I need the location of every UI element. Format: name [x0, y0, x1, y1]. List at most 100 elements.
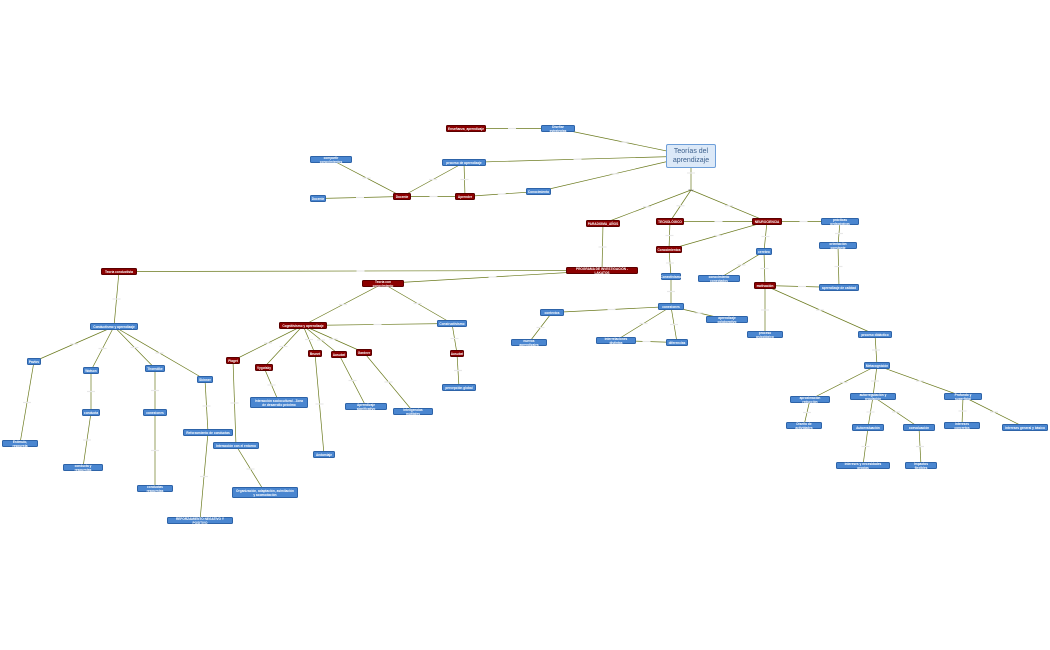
relation-label-stub	[872, 349, 880, 351]
topic-constructivismo[interactable]: Constructivismo	[437, 320, 467, 327]
relation-label-stub	[362, 177, 371, 179]
topic-conocimientos2[interactable]: Conocimientos	[656, 246, 682, 253]
relation-label-stub	[508, 127, 516, 130]
topic-neurociencia[interactable]: NEUROCIENCIA	[752, 218, 782, 225]
topic-profundo[interactable]: Profundo y superficial	[944, 393, 982, 401]
topic-ausubel2[interactable]: Ausubel	[450, 350, 464, 357]
topic-conducta-respuesta[interactable]: conducta y respuestas	[63, 464, 103, 472]
topic-desarrollo-actividades[interactable]: Diseño de actividades	[786, 422, 822, 430]
relation-label-stub	[871, 380, 879, 382]
topic-conducta-resp2[interactable]: conductas respuestas	[137, 485, 173, 493]
topic-skinner[interactable]: Skinner	[197, 376, 213, 383]
topic-conexiones-sec[interactable]: conocimiento conectados	[698, 275, 740, 283]
relation-label-stub	[267, 384, 276, 386]
topic-conectivista[interactable]: Conectivismo	[660, 273, 682, 280]
relation-label-stub	[230, 402, 239, 404]
relation-label-stub	[667, 290, 675, 293]
topic-ensenanza[interactable]: Enseñanza_aprendizaje	[446, 125, 486, 132]
topic-reforzamiento-neg[interactable]: REFORZAMIENTO NEGATIVO Y POSITIVO	[167, 517, 233, 525]
topic-nuevos-aprendizajes[interactable]: nuevos aprendizajes	[511, 339, 547, 347]
relation-label-stub	[356, 270, 365, 272]
topic-docente-leaf[interactable]: Docente	[310, 195, 326, 202]
topic-autoevaluacion[interactable]: Autoevaluación	[852, 424, 884, 431]
relation-label-stub	[246, 468, 255, 470]
relation-label-stub	[83, 439, 91, 441]
topic-conocimiento[interactable]: Conocimiento	[526, 188, 551, 195]
topic-proceso[interactable]: proceso de aprendizaje	[442, 159, 486, 166]
topic-thorndike[interactable]: Thorndike	[145, 365, 165, 372]
topic-interaccion-entorno[interactable]: Interacción con el entorno	[213, 442, 259, 449]
topic-paradigma[interactable]: PARADIGMA_AÑOS	[586, 220, 620, 227]
topic-conductismo-ap[interactable]: Conductismo y aprendizaje	[90, 323, 138, 330]
relation-label-stub	[958, 410, 967, 412]
topic-hay[interactable]: hay	[688, 188, 694, 192]
relation-label-stub	[607, 308, 616, 311]
topic-conexiones[interactable]: conexiones	[658, 303, 684, 310]
topic-programa[interactable]: PROGRAMA DE INVESTIGACIÓN - LAKATOS	[566, 267, 638, 275]
relation-label-stub	[799, 220, 808, 223]
relation-label-stub	[130, 346, 139, 349]
topic-intereses-necesidades[interactable]: intereses y necesidades propias	[836, 462, 890, 470]
relation-label-stub	[202, 405, 211, 407]
relation-label-stub	[892, 411, 900, 413]
topic-aprox-reduccion[interactable]: aproximación reducción	[790, 396, 830, 404]
relation-label-stub	[339, 303, 347, 306]
topic-aprender[interactable]: Aprender	[455, 193, 475, 200]
topic-bruner[interactable]: Brunet	[308, 350, 322, 357]
topic-piaget[interactable]: Piaget	[226, 357, 240, 364]
topic-andamiaje[interactable]: Andamiaje	[313, 451, 335, 458]
topic-aprendizaje-signif[interactable]: Aprendizaje significativo	[345, 403, 387, 411]
topic-proceso-psicologico[interactable]: proceso psicológico	[747, 331, 783, 339]
topic-teorias-cognitivas[interactable]: Teoría con conocimiento	[362, 280, 404, 288]
topic-pavlov[interactable]: Pavlov	[27, 358, 41, 365]
topic-interrelaciones[interactable]: interrelaciones distintas	[596, 337, 636, 345]
topic-orientacion[interactable]: orientación constante	[819, 242, 857, 250]
relation-label-stub	[87, 390, 95, 393]
topic-cerebro[interactable]: cerebro	[756, 248, 772, 255]
topic-cognitivismo-ap[interactable]: Cognitivismo y aprendizaje	[279, 322, 327, 329]
topic-percepcion-global[interactable]: percepción global	[442, 384, 476, 391]
topic-ausubel[interactable]: Ausubel	[331, 351, 347, 358]
topic-proceso-didactico[interactable]: proceso didáctico	[858, 331, 892, 338]
topic-motivacion[interactable]: motivación	[754, 282, 776, 289]
topic-intereses[interactable]: intereses concretos	[944, 422, 980, 430]
topic-teoria-conductista[interactable]: Teoría conductista	[101, 268, 137, 275]
relation-label-stub	[573, 158, 582, 160]
topic-metacognicion[interactable]: Metacognición	[864, 362, 890, 369]
topic-gardner[interactable]: Gardner	[356, 349, 372, 356]
relation-label-stub	[460, 178, 469, 181]
topic-conducta[interactable]: conducta	[82, 409, 100, 416]
relation-label-stub	[429, 195, 438, 198]
topic-intereses-general[interactable]: intereses general y básico	[1002, 424, 1048, 431]
topic-tecnologico[interactable]: TECNOLÓGICO	[656, 218, 684, 225]
relation-label-stub	[676, 205, 685, 207]
topic-aprendizaje-calidad[interactable]: aprendizaje de calidad	[819, 284, 859, 291]
topic-estimulo[interactable]: Estímulo, respuesta	[2, 440, 38, 448]
topic-inteligencias[interactable]: Inteligencias múltiples	[393, 408, 433, 416]
topic-practicas[interactable]: prácticas pedagógicas	[821, 218, 859, 226]
topic-diferencias[interactable]: diferencias	[666, 339, 688, 346]
topic-organizacion[interactable]: Organización, adaptación, asimilación y …	[232, 487, 298, 498]
relation-label-stub	[429, 178, 437, 181]
relation-label-stub	[23, 401, 31, 404]
topic-impactos[interactable]: Impactos flexibles	[905, 462, 937, 470]
topic-interaccion-socio[interactable]: Interacción sociocultural - Zona de desa…	[250, 397, 308, 408]
topic-conexiones2[interactable]: conexiones	[143, 409, 167, 416]
topic-docente[interactable]: Docente	[393, 193, 411, 200]
topic-autorregulacion[interactable]: autorregulación y regulación	[850, 393, 896, 401]
topic-coevaluacion[interactable]: coevaluación	[903, 424, 935, 431]
relation-label-stub	[642, 340, 651, 343]
topic-aprendizaje-colaborativo[interactable]: aprendizaje colaborativo	[706, 316, 748, 324]
relation-label-stub	[497, 193, 506, 195]
topic-compartir[interactable]: compartir conocimientos	[310, 156, 352, 164]
relation-label-stub	[610, 173, 619, 175]
root-topic[interactable]: Teorías del aprendizaje	[666, 144, 716, 168]
relation-label-stub	[670, 323, 678, 326]
topic-contextos[interactable]: contextos	[540, 309, 564, 316]
relation-label-stub	[695, 312, 703, 314]
topic-reforzamiento[interactable]: Reforzamiento de conductas	[183, 429, 233, 436]
topic-watson[interactable]: Watson	[83, 367, 99, 374]
topic-vygotsky[interactable]: Vygotsky	[255, 364, 273, 371]
topic-diseno[interactable]: Diseñar estrategias	[541, 125, 575, 133]
relation-label-stub	[866, 411, 875, 413]
